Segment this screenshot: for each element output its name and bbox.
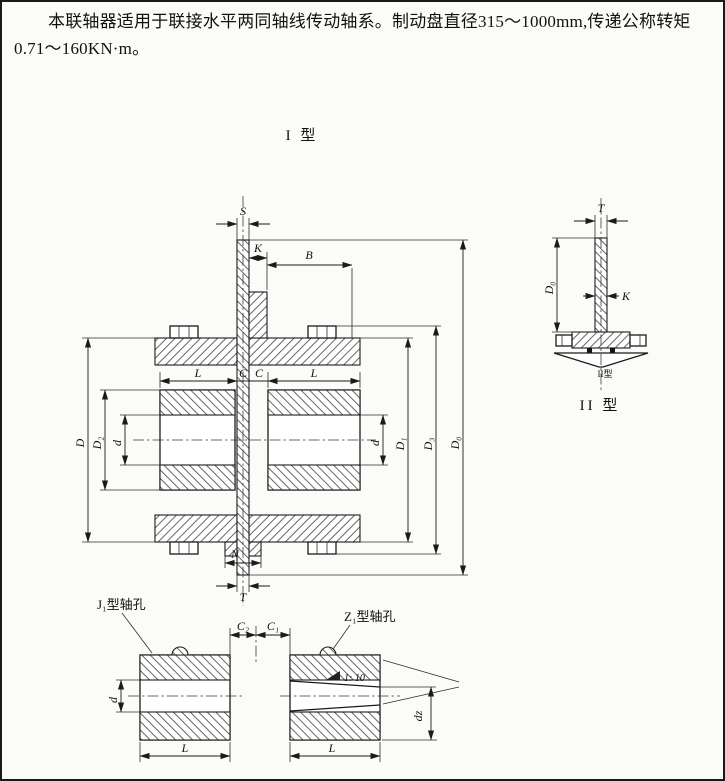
dim-label-c-left: C <box>239 366 248 380</box>
j1-leader-line <box>121 612 153 654</box>
dim-label-d3-small: d <box>106 696 120 703</box>
dim-label-l-right: L <box>310 366 318 380</box>
type1-drawing: I 型 <box>73 127 468 606</box>
type2-dim-t: T <box>574 201 628 238</box>
dim-label-c-right: C <box>255 366 264 380</box>
dim-label-d0-2: D₀ <box>542 282 556 296</box>
dim-label-dz: dz <box>411 710 425 721</box>
shaft-hole-drawings: J₁型轴孔 d L C₂ C₁ <box>97 597 460 762</box>
sleeve-bottom-right <box>248 514 361 543</box>
sleeve-bottom-left <box>154 514 238 543</box>
dim-k: K <box>248 241 268 290</box>
dim-label-d0: D₀ <box>448 437 462 451</box>
right-diameter-dimensions: d D₁ D₃ D₀ <box>249 239 468 576</box>
type2-dim-d0: D₀ <box>542 237 595 333</box>
length-dimensions: L C C L <box>159 366 361 388</box>
sleeve-top-right <box>248 337 361 366</box>
dim-label-c2: C₂ <box>237 619 249 633</box>
type2-drawing: T D₀ K II型 II 型 <box>542 198 649 414</box>
z1-dim-dz: dz <box>380 659 460 741</box>
dim-label-k: K <box>253 241 263 255</box>
dim-label-d3: D₃ <box>421 438 435 452</box>
z1-hub <box>280 646 400 741</box>
seal-right <box>610 348 615 353</box>
z1-leader-line <box>330 624 351 653</box>
dim-label-b: B <box>305 248 313 262</box>
dim-s: S <box>216 204 270 240</box>
type2-callout: II型 <box>598 369 613 379</box>
dim-label-d2: D₂ <box>90 437 104 451</box>
c-dimensions: C₂ C₁ <box>229 619 291 664</box>
disc-boss <box>248 291 268 339</box>
type1-title: I 型 <box>286 127 319 144</box>
dim-label-t: T <box>240 590 248 604</box>
type2-dim-k: K <box>583 289 631 303</box>
sleeve-top-left <box>154 337 238 366</box>
clamp-right <box>248 541 262 557</box>
dim-n: N <box>224 547 262 568</box>
dim-label-c1: C₁ <box>267 619 279 633</box>
right-hub <box>267 389 361 491</box>
dim-t: T <box>216 575 270 604</box>
left-diameter-dimensions: D D₂ d <box>73 337 160 543</box>
z1-dim-l: L <box>289 741 381 762</box>
dim-label-d-left: d <box>110 439 124 446</box>
dim-label-l-left: L <box>194 366 202 380</box>
dim-label-d-cap: D <box>73 438 87 448</box>
dim-label-t2: T <box>598 201 606 215</box>
j1-dim-l: L <box>139 741 231 762</box>
dim-label-s: S <box>240 204 246 218</box>
dim-label-d1: D₁ <box>393 438 407 452</box>
j1-dim-d: d <box>106 679 140 713</box>
j1-hole-label: J₁型轴孔 <box>97 597 146 612</box>
dim-label-k2: K <box>621 289 631 303</box>
dim-b: B <box>266 248 353 338</box>
sleeve-bolts <box>169 325 337 555</box>
dim-label-l-bottom-left: L <box>181 741 189 755</box>
taper-callout: 1: 10 <box>326 671 365 684</box>
j1-hub <box>128 646 244 741</box>
z1-hole-label: Z₁型轴孔 <box>344 609 395 624</box>
type2-title: II 型 <box>580 397 621 414</box>
dim-label-n: N <box>230 547 240 561</box>
intro-paragraph: 本联轴器适用于联接水平两同轴线传动轴系。制动盘直径315～1000mm,传递公称… <box>14 12 691 59</box>
dim-label-d-right: d <box>368 439 382 446</box>
taper-label: 1: 10 <box>344 673 365 684</box>
seal-left <box>587 348 592 353</box>
dim-label-l-bottom-right: L <box>328 741 336 755</box>
type2-bolts <box>555 334 647 347</box>
